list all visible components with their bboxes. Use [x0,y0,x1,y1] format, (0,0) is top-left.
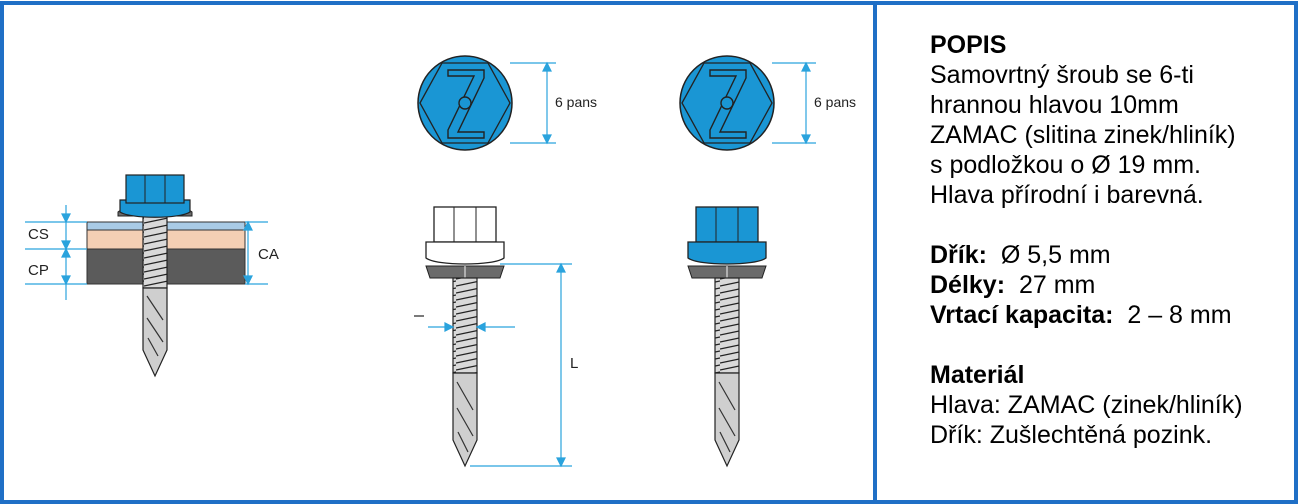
head-top-view-1 [417,55,556,151]
screw-side-view-natural [425,206,505,468]
dimension-shank [428,322,515,332]
description-line: Samovrtný šroub se 6-ti [930,61,1194,89]
length-value: 27 mm [1018,271,1096,299]
label-cp: CP [28,262,49,279]
material-title: Materiál [930,361,1025,389]
description-line: hrannou hlavou 10mm [930,91,1179,119]
shank-value: Ø 5,5 mm [1000,241,1111,269]
head-top-view-2 [679,55,816,151]
capacity-value: 2 – 8 mm [1127,301,1232,329]
label-length: L [570,355,578,372]
dimension-ca [243,220,268,286]
material-line: Hlava: ZAMAC (zinek/hliník) [930,391,1243,419]
capacity-label: Vrtací kapacita: [930,301,1114,329]
dimension-cs-cp [25,205,87,300]
material-line: Dřík: Zušlechtěná pozink. [930,421,1213,449]
label-ca: CA [258,246,279,263]
spec-panel: POPIS Samovrtný šroub se 6-ti hrannou hl… [930,30,1298,450]
description-line: Hlava přírodní i barevná. [930,181,1204,209]
spec-length: Délky: 27 mm [930,270,1298,300]
length-label: Délky: [930,271,1006,299]
screw-side-view-colored [687,206,767,468]
dimension-length [470,262,572,468]
technical-drawing: CS CP CA 6 pans [25,55,856,468]
description-line: ZAMAC (slitina zinek/hliník) [930,121,1236,149]
description-line: s podložkou o Ø 19 mm. [930,151,1201,179]
shank-label: Dřík: [930,241,987,269]
label-6pans-2: 6 pans [814,94,856,110]
spec-shank: Dřík: Ø 5,5 mm [930,240,1298,270]
label-6pans-1: 6 pans [555,94,597,110]
spec-title: POPIS [930,31,1007,59]
label-cs: CS [28,226,49,243]
spec-capacity: Vrtací kapacita: 2 – 8 mm [930,300,1298,330]
assembly-section [86,174,246,378]
